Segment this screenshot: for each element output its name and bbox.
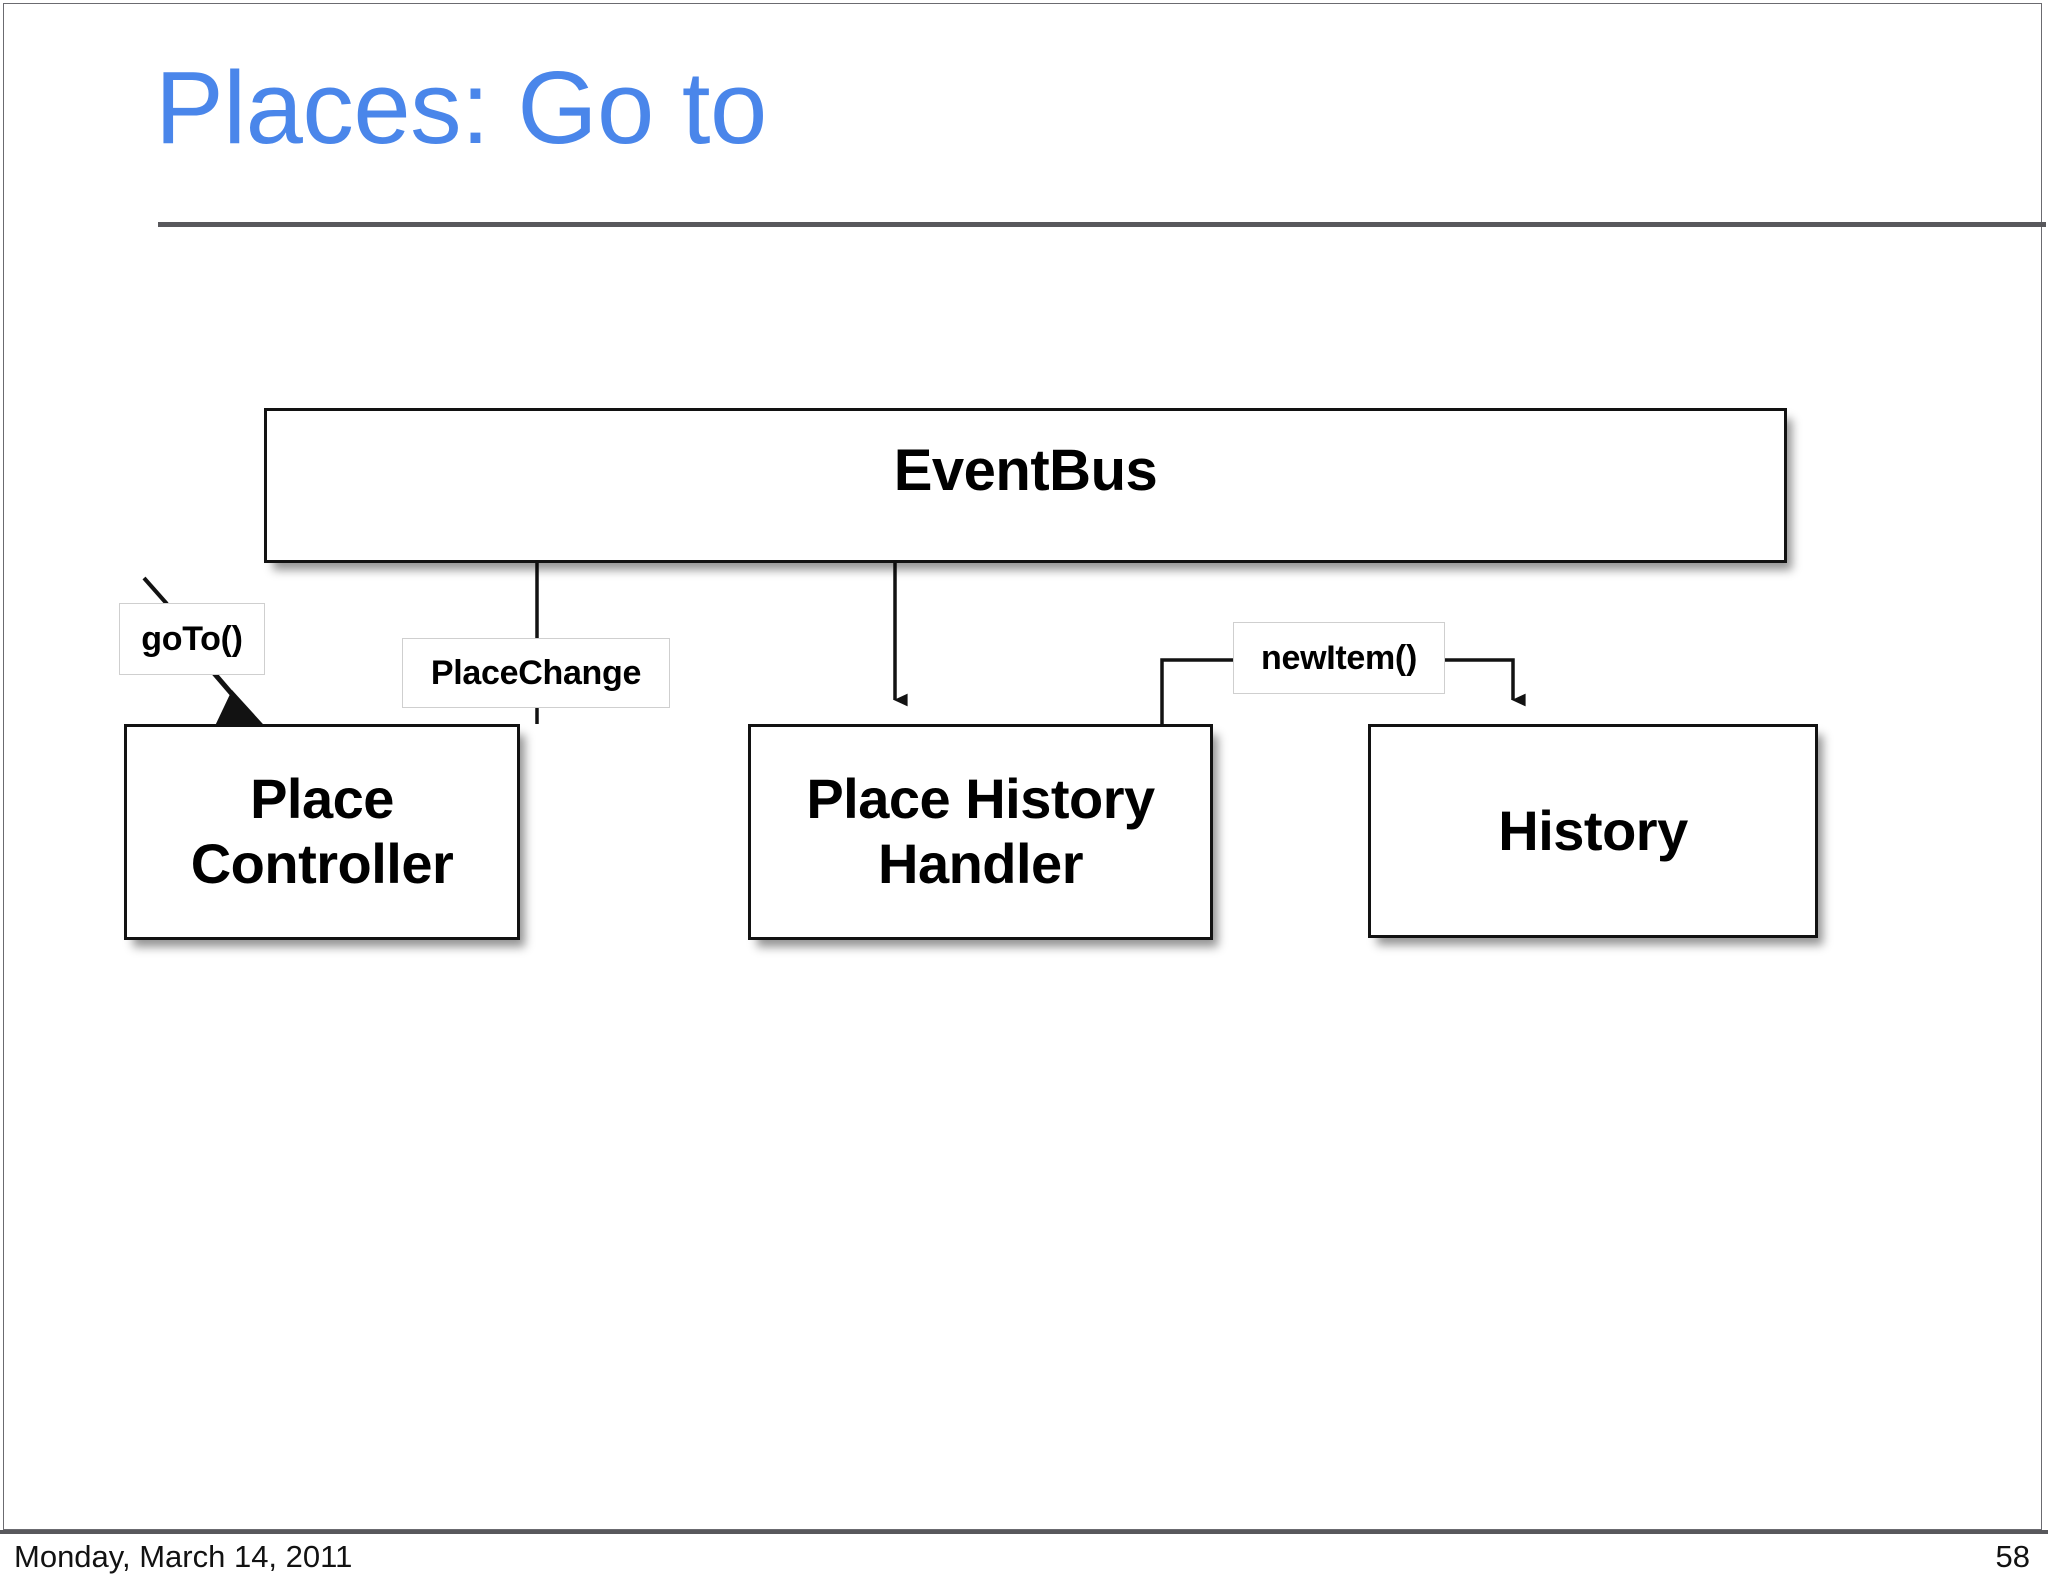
page-title: Places: Go to [155,50,767,165]
edge-label-newitem: newItem() [1233,622,1445,694]
diagram-node-history[interactable]: History [1368,724,1818,938]
footer-page-number: 58 [1995,1539,2030,1574]
diagram-node-place-controller[interactable]: Place Controller [124,724,520,940]
footer-divider [0,1530,2048,1534]
diagram-node-eventbus[interactable]: EventBus [264,408,1787,563]
edge-goto [142,576,272,734]
footer-date: Monday, March 14, 2011 [14,1539,353,1574]
node-label-place-history-handler: Place History Handler [806,767,1155,897]
node-label-line1: Place History [806,767,1155,831]
title-divider [158,222,2046,227]
node-label-history: History [1498,798,1688,862]
edge-newitem [1160,658,1526,724]
node-label-line2: Handler [878,832,1084,895]
node-label-line1: Place [250,767,394,831]
edge-label-goto: goTo() [119,603,265,675]
node-label-line2: Controller [190,832,454,895]
diagram-node-place-history-handler[interactable]: Place History Handler [748,724,1213,940]
node-label-eventbus: EventBus [893,438,1158,503]
node-label-place-controller: Place Controller [191,767,454,897]
edge-label-placechange: PlaceChange [402,638,670,708]
